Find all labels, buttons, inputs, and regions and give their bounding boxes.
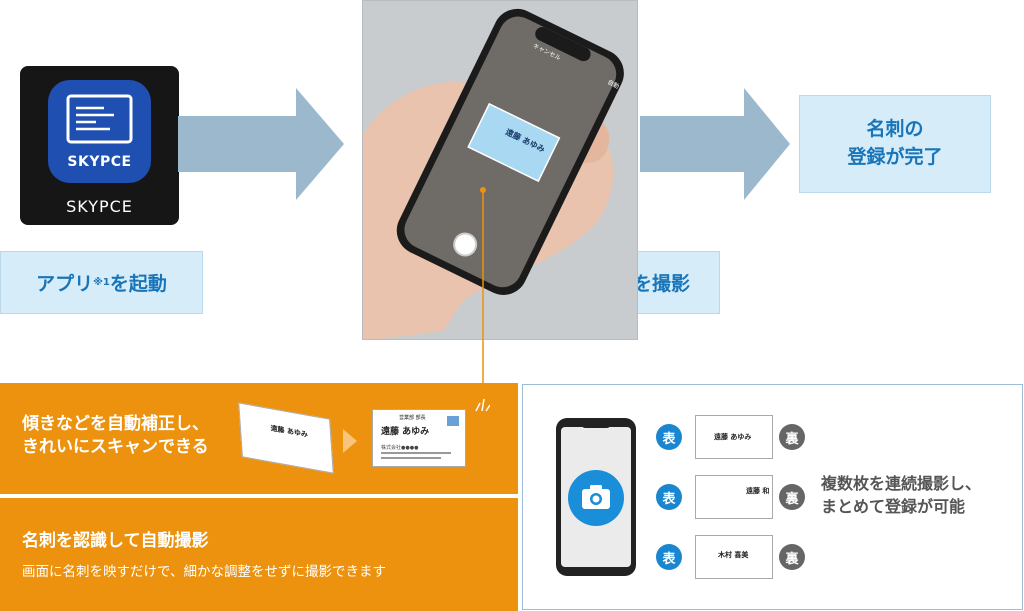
multi-capture-text: 複数枚を連続撮影し、 まとめて登録が可能 (821, 474, 982, 517)
footnote-mark: ※1 (93, 277, 110, 288)
feature-auto-capture-title: 名刺を認識して自動撮影 (22, 531, 209, 551)
card-stack: 遠藤 和 (695, 475, 773, 519)
monitor-icon (66, 94, 133, 144)
card-stack: 木村 喜美 (695, 535, 773, 579)
connector-line (480, 187, 486, 385)
app-name: SKYPCE (66, 197, 133, 216)
app-brand-text: SKYPCE (67, 154, 132, 170)
feature-auto-capture: 名刺を認識して自動撮影 画面に名刺を映すだけで、細かな調整をせずに撮影できます (0, 498, 518, 611)
sparkle-icon (475, 398, 490, 412)
feature-auto-correct-text: 傾きなどを自動補正し、 きれいにスキャンできる (22, 414, 209, 457)
phone-illustration (556, 418, 636, 576)
feature-auto-correct: 傾きなどを自動補正し、 きれいにスキャンできる 遠藤 あゆみ 営業部 部長 遠藤… (0, 383, 518, 494)
camera-icon[interactable] (568, 470, 624, 526)
app-tile[interactable]: SKYPCE SKYPCE (20, 66, 179, 225)
tilted-card: 遠藤 あゆみ (238, 402, 334, 474)
arrow-right-icon (178, 88, 344, 200)
arrow-right-icon (640, 88, 790, 200)
back-badge: 裏 (779, 424, 805, 450)
multi-capture-panel: 表 遠藤 あゆみ 裏 表 遠藤 和 裏 表 木村 喜美 裏 複数枚を連続撮影し、… (522, 384, 1023, 610)
card-stack: 遠藤 あゆみ (695, 415, 773, 459)
corrected-card: 営業部 部長 遠藤 あゆみ 株式会社●●●● (372, 409, 466, 467)
chevron-right-icon (343, 429, 357, 453)
front-badge: 表 (656, 424, 682, 450)
back-badge: 裏 (779, 544, 805, 570)
feature-auto-capture-desc: 画面に名刺を映すだけで、細かな調整をせずに撮影できます (22, 564, 386, 580)
corrected-card-name: 遠藤 あゆみ (381, 427, 430, 437)
front-badge: 表 (656, 544, 682, 570)
step-complete-label: 名刺の登録が完了 (799, 95, 991, 193)
back-badge: 裏 (779, 484, 805, 510)
phone-scanning-photo: キャンセル 自動 遠藤 あゆみ (362, 0, 638, 340)
skypce-app-icon: SKYPCE (48, 80, 151, 183)
front-badge: 表 (656, 484, 682, 510)
